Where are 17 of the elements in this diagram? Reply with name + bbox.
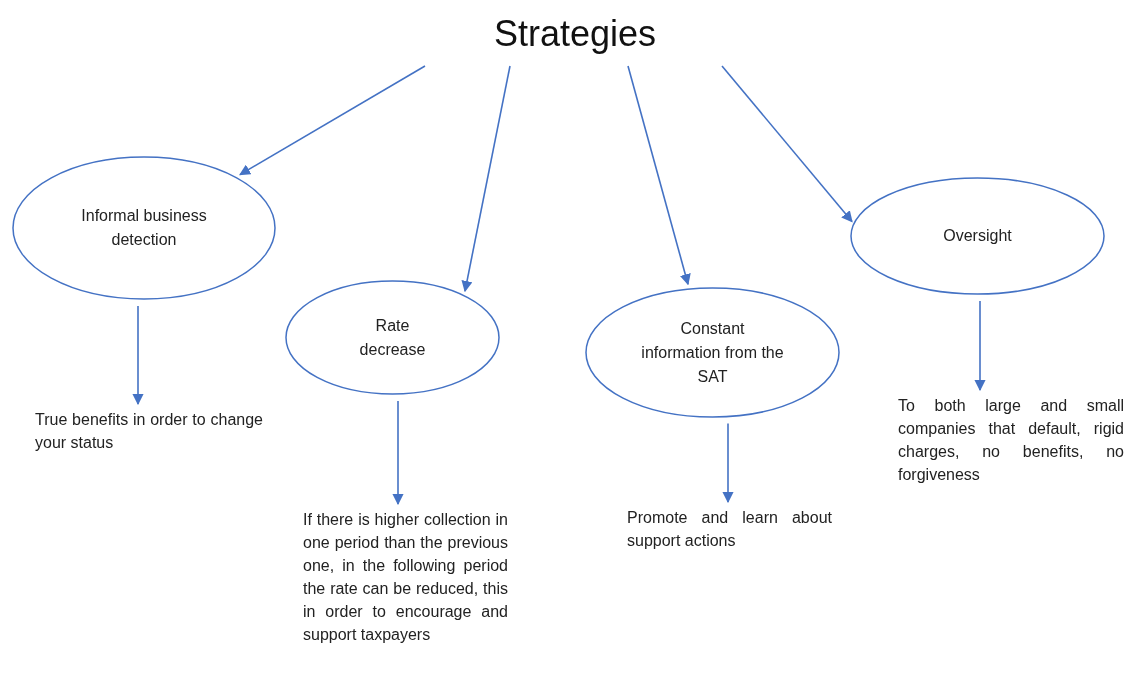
description-text: True benefits in order to change your status	[35, 408, 263, 458]
title-text: Strategies	[450, 8, 700, 60]
arrow	[721, 65, 853, 223]
strategy-label: Constant information from the SAT	[641, 318, 784, 387]
description-text: If there is higher collection in one period than the previous one, in the following period the rate can be reduced, this in order to encourage and support taxpayers	[303, 508, 508, 690]
arrow	[392, 400, 404, 506]
arrow	[461, 65, 511, 293]
description-text: Promote and learn about support actions	[627, 506, 832, 554]
strategy-label: Rate decrease	[358, 315, 427, 360]
arrow	[132, 305, 144, 406]
description-text: To both large and small companies that default, rigid charges, no benefits, no forgiveness	[898, 394, 1124, 486]
arrow	[722, 422, 734, 504]
arrow	[627, 65, 691, 286]
arrow	[239, 65, 426, 176]
arrow	[974, 300, 986, 392]
strategy-label: Oversight	[943, 226, 1012, 246]
strategy-label: Informal business detection	[80, 206, 208, 250]
